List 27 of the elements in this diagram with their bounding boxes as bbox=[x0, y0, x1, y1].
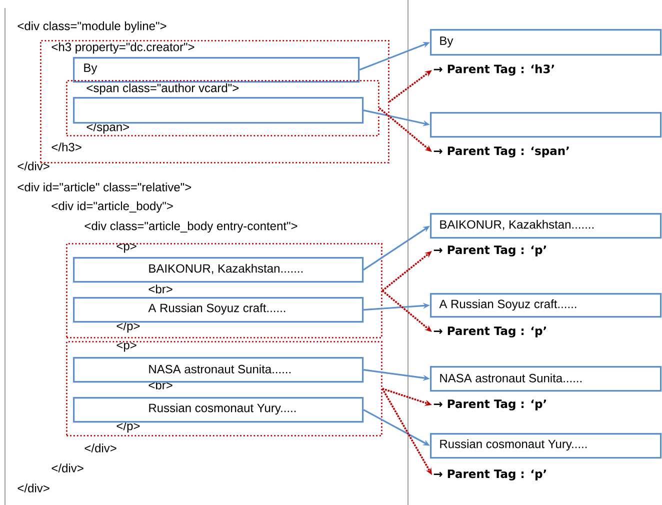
code-line: <div class="module byline"> bbox=[18, 21, 166, 33]
parent-tag-label: → Parent Tag : ‘p’ bbox=[434, 326, 546, 338]
text-box: A Russian Soyuz craft...... bbox=[73, 297, 364, 323]
parent-tag-label: → Parent Tag : ‘p’ bbox=[434, 470, 546, 480]
code-line: </div> bbox=[18, 162, 50, 170]
code-line: </div> bbox=[18, 484, 50, 492]
text-box: By bbox=[73, 57, 360, 83]
code-line: </div> bbox=[52, 464, 84, 472]
parent-tag-label: → Parent Tag : ‘h3’ bbox=[434, 64, 554, 76]
parent-tag-label: → Parent Tag : ‘span’ bbox=[434, 146, 569, 158]
parent-tag-label: → Parent Tag : ‘p’ bbox=[434, 246, 546, 256]
text-box: BAIKONUR, Kazakhstan....... bbox=[73, 257, 364, 283]
empty-text-box bbox=[430, 112, 662, 138]
code-line: <div class="article_body entry-content"> bbox=[84, 221, 298, 233]
dotted-tag-box: <span class="author vcard"> </span> bbox=[66, 80, 380, 136]
code-line: <div id="article" class="relative"> bbox=[18, 182, 192, 192]
text-box: Russian cosmonaut Yury..... bbox=[430, 433, 662, 459]
text-box: Russian cosmonaut Yury..... bbox=[73, 397, 364, 423]
text-box: NASA astronaut Sunita...... bbox=[73, 357, 364, 383]
text-box: A Russian Soyuz craft...... bbox=[430, 293, 662, 318]
text-box: NASA astronaut Sunita...... bbox=[430, 366, 662, 392]
code-line: </div> bbox=[84, 444, 116, 452]
empty-text-box bbox=[73, 97, 364, 124]
code-line: <div id="article_body"> bbox=[52, 201, 173, 213]
text-box: BAIKONUR, Kazakhstan....... bbox=[430, 213, 662, 239]
parent-tag-label: → Parent Tag : ‘p’ bbox=[434, 400, 546, 410]
text-box: By bbox=[430, 29, 662, 56]
